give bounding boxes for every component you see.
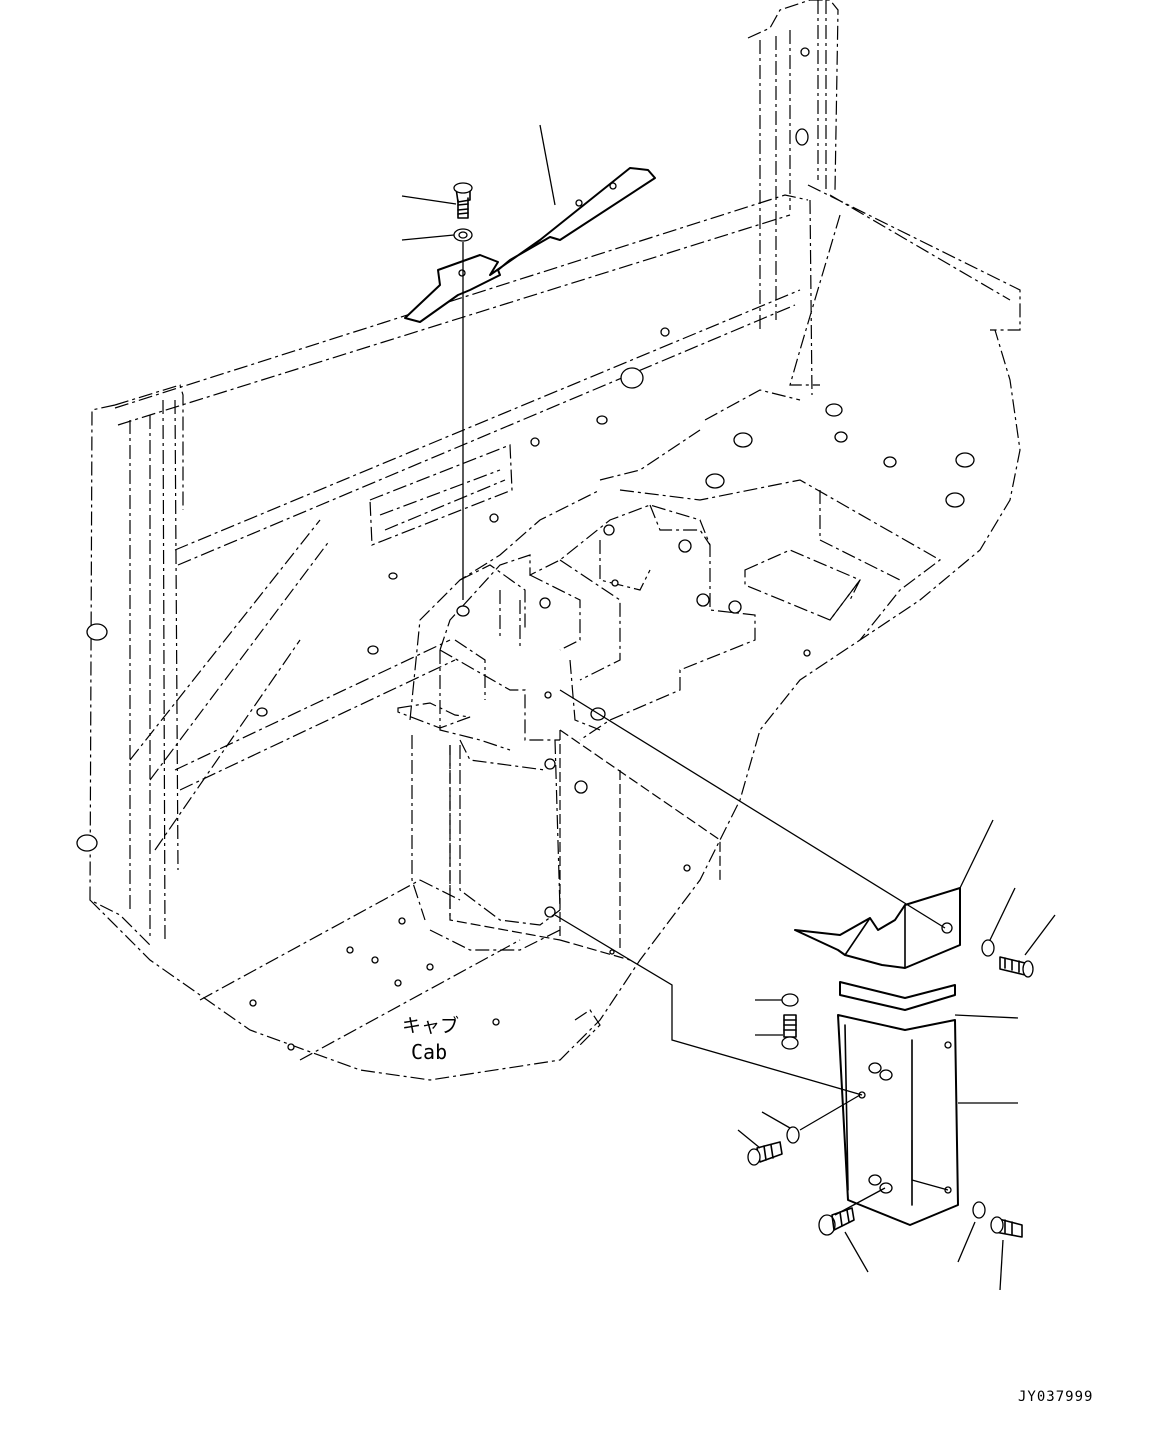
console-column [397, 549, 861, 926]
cab-frame [89, 0, 1021, 1081]
fasteners-right [747, 939, 1034, 1238]
upper-cover-bracket [794, 887, 961, 969]
assembly-lines [554, 689, 949, 1216]
top-washer [453, 228, 473, 242]
drawing-code: JY037999 [1018, 1389, 1093, 1405]
rubber-seal [839, 981, 956, 1011]
cab-label-en: Cab [411, 1040, 447, 1064]
cab-label-jp: キャブ [402, 1014, 459, 1037]
cab-bosses [76, 47, 975, 1051]
top-cover-plate [404, 167, 656, 323]
lower-cover [837, 1014, 959, 1226]
top-bolt [453, 182, 473, 219]
leader-lines [401, 124, 1056, 1291]
